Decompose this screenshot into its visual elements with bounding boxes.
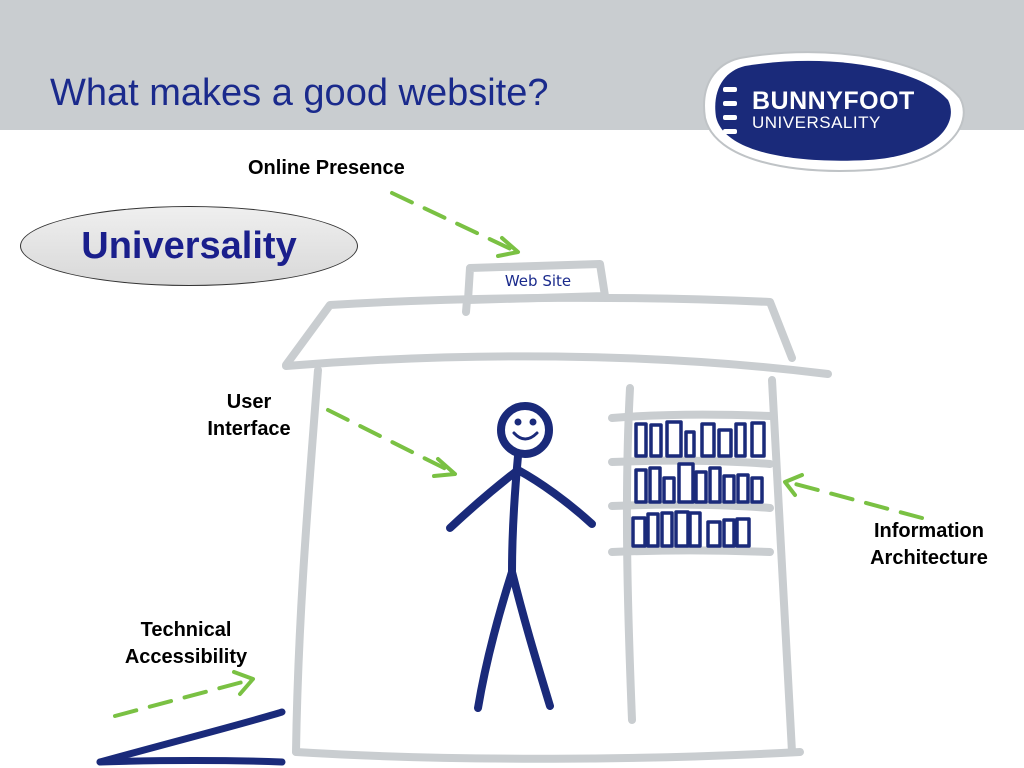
label-information-architecture: Information Architecture bbox=[846, 518, 1012, 572]
roof bbox=[282, 293, 796, 369]
arrowhead-online-presence bbox=[496, 236, 520, 258]
label-technical-accessibility-line1: Technical bbox=[140, 619, 232, 641]
label-user-interface-line1: User bbox=[226, 391, 272, 413]
arrow-user-interface bbox=[326, 408, 454, 474]
shelf-4 bbox=[608, 546, 774, 556]
logo-wordmark: BUNNYFOOT UNIVERSALITY bbox=[752, 88, 915, 132]
label-technical-accessibility-line2: Accessibility bbox=[124, 646, 248, 668]
label-user-interface: User Interface bbox=[190, 389, 308, 443]
universality-oval bbox=[20, 206, 358, 286]
label-technical-accessibility: Technical Accessibility bbox=[100, 617, 272, 671]
website-sign-text: Web Site bbox=[504, 272, 572, 290]
right-wall bbox=[768, 376, 796, 756]
bookcase-left-upright bbox=[622, 384, 636, 724]
shelf-1 bbox=[608, 410, 774, 422]
universality-label: Universality bbox=[81, 225, 297, 267]
slide-title: What makes a good website? bbox=[50, 72, 549, 114]
books bbox=[631, 420, 766, 548]
arrow-information-architecture bbox=[786, 480, 924, 520]
label-online-presence: Online Presence bbox=[248, 157, 405, 179]
smiley-face bbox=[512, 418, 539, 441]
left-wall bbox=[292, 366, 322, 756]
logo-tagline: UNIVERSALITY bbox=[752, 113, 881, 132]
ramp bbox=[96, 708, 286, 766]
label-information-architecture-line2: Architecture bbox=[870, 547, 988, 569]
arrowhead-user-interface bbox=[432, 457, 457, 478]
label-information-architecture-line1: Information bbox=[874, 520, 984, 542]
arrow-online-presence bbox=[390, 191, 517, 253]
shelf-2 bbox=[608, 456, 774, 468]
shelf-3 bbox=[608, 500, 774, 512]
label-user-interface-line2: Interface bbox=[207, 418, 291, 440]
arrowhead-information-architecture bbox=[783, 473, 804, 497]
arrowhead-technical-accessibility bbox=[232, 670, 255, 696]
arrow-technical-accessibility bbox=[113, 678, 252, 718]
floor bbox=[292, 748, 804, 763]
stick-figure bbox=[446, 402, 596, 712]
logo-name: BUNNYFOOT bbox=[752, 87, 915, 115]
roof-eave bbox=[282, 352, 832, 378]
